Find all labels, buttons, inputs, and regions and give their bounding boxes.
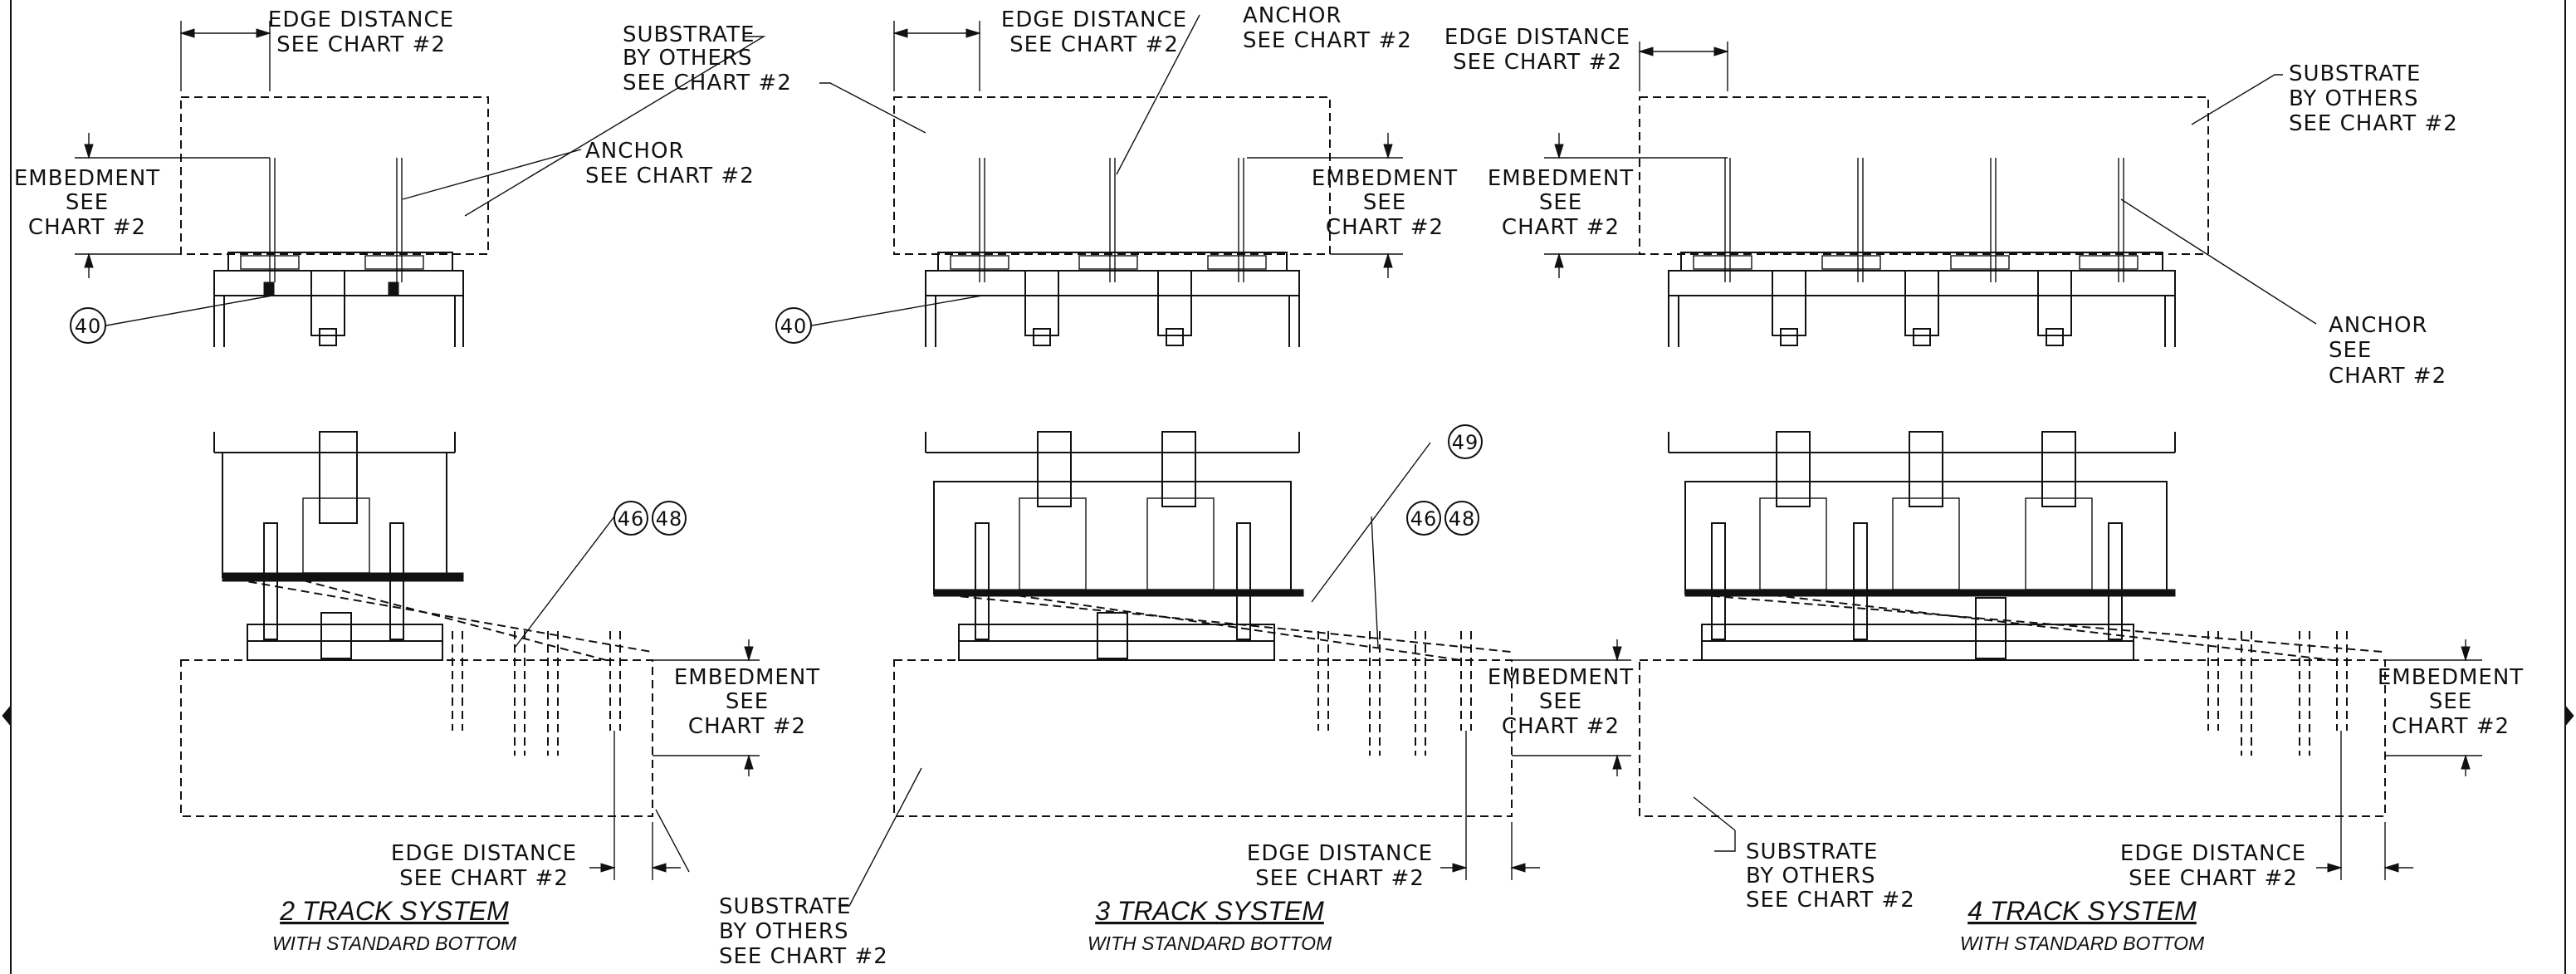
anchor-see-label: SEE bbox=[2329, 338, 2372, 363]
sill-frame-3-track bbox=[925, 431, 1512, 756]
embedment-see-label: SEE bbox=[1363, 190, 1406, 215]
edge-distance-chart-label: SEE CHART #2 bbox=[1453, 50, 1622, 75]
callout-40-center-text: 40 bbox=[780, 315, 808, 338]
edge-distance-chart-label: SEE CHART #2 bbox=[276, 32, 446, 57]
system-title-4-track: 4 TRACK SYSTEM bbox=[1967, 896, 2197, 926]
border-arrow-right bbox=[2564, 704, 2574, 727]
substrate-slab-top-2 bbox=[893, 96, 1331, 255]
system-subtitle-3-track: WITH STANDARD BOTTOM bbox=[1088, 932, 1332, 954]
callout-46-center-text: 46 bbox=[1410, 507, 1438, 531]
embedment-see-label: SEE bbox=[726, 689, 769, 714]
sill-frame-2-track bbox=[213, 431, 653, 756]
embedment-see-label: SEE bbox=[2429, 689, 2472, 714]
callout-46-left bbox=[613, 501, 648, 536]
embedment-see-label: SEE bbox=[1539, 689, 1582, 714]
substrate-slab-bottom-2 bbox=[893, 659, 1513, 817]
anchors-top bbox=[269, 158, 2124, 282]
embedment-chart-label: CHART #2 bbox=[1502, 215, 1620, 240]
system-title-2-track: 2 TRACK SYSTEM bbox=[279, 896, 509, 926]
anchor-label: ANCHOR bbox=[1243, 3, 1342, 28]
anchor-chart-label: CHART #2 bbox=[2329, 364, 2446, 389]
substrate-slab-top-3 bbox=[1639, 96, 2209, 255]
substrate-chart-label: SEE CHART #2 bbox=[1746, 888, 1915, 913]
embedment-see-label: SEE bbox=[66, 190, 109, 215]
callout-48-center-text: 48 bbox=[1449, 507, 1476, 531]
edge-distance-chart-label: SEE CHART #2 bbox=[1009, 32, 1179, 57]
embedment-chart-label: CHART #2 bbox=[1502, 714, 1620, 739]
edge-distance-label: EDGE DISTANCE bbox=[2120, 841, 2306, 866]
embedment-label: EMBEDMENT bbox=[1488, 665, 1634, 690]
anchor-label: ANCHOR bbox=[585, 139, 684, 164]
embedment-label: EMBEDMENT bbox=[1312, 166, 1458, 191]
system-title-3-track: 3 TRACK SYSTEM bbox=[1095, 896, 1324, 926]
substrate-label: SUBSTRATE bbox=[719, 894, 851, 919]
edge-distance-chart-label: SEE CHART #2 bbox=[399, 866, 569, 891]
substrate-slab-bottom-1 bbox=[180, 659, 653, 817]
leader-lines bbox=[105, 14, 2317, 907]
embedment-label: EMBEDMENT bbox=[674, 665, 820, 690]
embedment-chart-label: CHART #2 bbox=[28, 215, 146, 240]
callout-40-left bbox=[70, 307, 106, 344]
callout-46-center bbox=[1406, 501, 1441, 536]
dimension-lines bbox=[75, 21, 2482, 880]
edge-distance-label: EDGE DISTANCE bbox=[1444, 25, 1630, 50]
anchor-label: ANCHOR bbox=[2329, 313, 2427, 338]
embedment-label: EMBEDMENT bbox=[2378, 665, 2524, 690]
callout-40-center bbox=[775, 307, 812, 344]
substrate-label: SUBSTRATE bbox=[2289, 61, 2421, 86]
callout-46-left-text: 46 bbox=[618, 507, 645, 531]
anchor-chart-label: SEE CHART #2 bbox=[1243, 28, 1412, 53]
border-arrow-left bbox=[2, 704, 12, 727]
substrate-chart-label: SEE CHART #2 bbox=[2289, 111, 2458, 136]
callout-48-left-text: 48 bbox=[656, 507, 683, 531]
substrate-by-others-label: BY OTHERS bbox=[719, 919, 848, 944]
edge-distance-label: EDGE DISTANCE bbox=[391, 841, 577, 866]
head-frame-4-track bbox=[1668, 252, 2176, 347]
embedment-label: EMBEDMENT bbox=[14, 166, 160, 191]
edge-distance-chart-label: SEE CHART #2 bbox=[1255, 866, 1425, 891]
substrate-label: SUBSTRATE bbox=[1746, 839, 1878, 864]
embedment-label: EMBEDMENT bbox=[1488, 166, 1634, 191]
substrate-by-others-label: BY OTHERS bbox=[2289, 86, 2418, 111]
substrate-by-others-label: BY OTHERS bbox=[623, 46, 752, 71]
callout-48-left bbox=[652, 501, 687, 536]
edge-distance-label: EDGE DISTANCE bbox=[268, 7, 454, 32]
substrate-slab-top-1 bbox=[180, 96, 489, 255]
substrate-by-others-label: BY OTHERS bbox=[1746, 864, 1875, 888]
edge-distance-chart-label: SEE CHART #2 bbox=[2129, 866, 2298, 891]
callout-49-text: 49 bbox=[1452, 431, 1479, 454]
system-subtitle-4-track: WITH STANDARD BOTTOM bbox=[1960, 932, 2205, 954]
head-frame-3-track bbox=[925, 252, 1300, 347]
embedment-chart-label: CHART #2 bbox=[1326, 215, 1444, 240]
embedment-chart-label: CHART #2 bbox=[688, 714, 806, 739]
substrate-chart-label: SEE CHART #2 bbox=[623, 71, 792, 95]
edge-distance-label: EDGE DISTANCE bbox=[1001, 7, 1187, 32]
callout-49 bbox=[1448, 424, 1483, 459]
embedment-see-label: SEE bbox=[1539, 190, 1582, 215]
substrate-label: SUBSTRATE bbox=[623, 22, 755, 47]
system-subtitle-2-track: WITH STANDARD BOTTOM bbox=[272, 932, 517, 954]
anchor-chart-label: SEE CHART #2 bbox=[585, 164, 755, 188]
callout-48-center bbox=[1444, 501, 1479, 536]
callout-40-left-text: 40 bbox=[75, 315, 102, 338]
substrate-slab-bottom-3 bbox=[1639, 659, 2386, 817]
embedment-chart-label: CHART #2 bbox=[2392, 714, 2510, 739]
sill-frame-4-track bbox=[1668, 431, 2383, 756]
substrate-chart-label: SEE CHART #2 bbox=[719, 944, 888, 969]
edge-distance-label: EDGE DISTANCE bbox=[1247, 841, 1433, 866]
